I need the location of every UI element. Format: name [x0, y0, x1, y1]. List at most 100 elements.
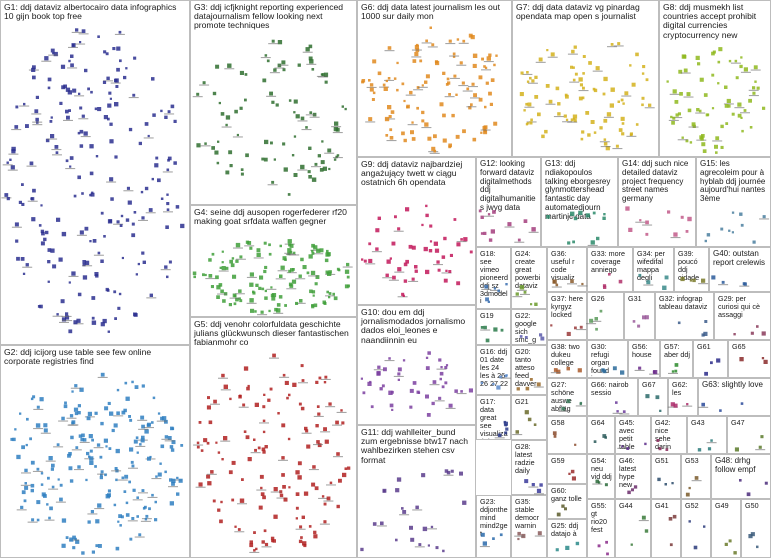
node-g25	[555, 548, 559, 552]
node-g40	[721, 280, 725, 284]
node-g10	[431, 401, 435, 406]
node-g4	[235, 297, 239, 302]
node-g4	[264, 296, 268, 300]
node-g39	[689, 279, 693, 282]
node-g1	[65, 87, 71, 92]
node-g5	[301, 515, 305, 519]
node-g1	[45, 230, 49, 235]
node-g2	[43, 423, 48, 428]
node-label-mark	[138, 492, 148, 494]
node-g14	[685, 230, 689, 233]
node-g7	[530, 118, 533, 122]
node-label-mark	[516, 289, 527, 291]
node-label-mark	[27, 200, 38, 202]
node-g5	[341, 421, 345, 425]
node-g1	[141, 216, 145, 220]
node-label-mark	[558, 410, 569, 412]
node-g5	[260, 486, 263, 490]
node-g3	[314, 162, 318, 166]
node-g7	[550, 52, 555, 57]
node-g7	[563, 114, 567, 118]
node-g10	[360, 377, 363, 380]
node-g4	[221, 250, 224, 253]
node-g12	[487, 213, 491, 216]
node-g1	[79, 129, 84, 134]
node-g2	[107, 493, 111, 498]
cluster-g13: G13: ddj ndiakopoulos talking eborgesrey…	[541, 157, 618, 247]
node-label-mark	[421, 42, 432, 44]
node-g60	[561, 504, 565, 508]
node-label-mark	[600, 146, 611, 148]
cluster-g61: G61	[693, 340, 728, 378]
node-g1	[151, 77, 155, 81]
node-g52	[703, 525, 706, 528]
node-g40	[711, 275, 716, 280]
node-g1	[35, 117, 39, 122]
node-g28	[539, 483, 543, 487]
node-g7	[620, 116, 625, 121]
node-label-mark	[547, 56, 558, 58]
node-label-mark	[691, 480, 702, 482]
node-g1	[106, 76, 110, 80]
node-g30	[601, 368, 605, 372]
node-g4	[326, 249, 329, 253]
node-g9	[368, 258, 373, 263]
node-g24	[530, 303, 533, 306]
node-g6	[461, 81, 465, 85]
node-g5	[340, 409, 343, 412]
node-g7	[570, 118, 574, 122]
node-label-mark	[670, 237, 681, 239]
node-g2	[140, 438, 145, 443]
node-g5	[243, 366, 249, 371]
node-g5	[316, 405, 320, 408]
node-g2	[170, 426, 174, 431]
node-g2	[30, 397, 34, 401]
node-g34	[638, 273, 642, 277]
node-g2	[124, 474, 129, 479]
node-g10	[389, 403, 394, 408]
node-g9	[402, 294, 405, 297]
node-g11	[435, 546, 439, 550]
node-g1	[77, 292, 82, 297]
node-g4	[315, 275, 320, 279]
cluster-g23: G23: ddjonthe mind mind2get	[476, 495, 511, 558]
node-g2	[71, 390, 74, 393]
node-g6	[472, 137, 477, 142]
node-g4	[308, 254, 313, 259]
node-g54	[597, 481, 601, 484]
node-g8	[711, 107, 715, 110]
cluster-label: G24: create great powerbi dataviz	[515, 249, 541, 290]
cluster-label: G62: les	[672, 380, 688, 397]
node-label-mark	[384, 79, 395, 81]
node-g3	[311, 68, 315, 71]
node-g5	[213, 399, 217, 404]
node-g5	[264, 542, 269, 547]
node-label-mark	[520, 293, 530, 295]
node-g6	[424, 80, 428, 84]
cluster-label: G58	[551, 418, 565, 427]
node-g1	[67, 90, 72, 95]
node-g4	[221, 266, 226, 271]
node-g7	[573, 45, 577, 49]
node-g3	[271, 100, 275, 104]
node-label-mark	[237, 503, 247, 505]
node-label-mark	[260, 57, 271, 59]
node-g33	[603, 285, 607, 289]
node-g45	[644, 442, 647, 446]
cluster-label: G33: more coverage anniego	[591, 249, 625, 274]
node-g2	[180, 444, 184, 447]
node-g2	[169, 445, 174, 449]
node-g2	[36, 467, 40, 471]
node-label-mark	[712, 140, 723, 142]
node-g4	[319, 248, 324, 253]
node-g9	[375, 228, 380, 233]
node-g2	[31, 518, 35, 522]
node-label-mark	[48, 54, 59, 56]
node-g5	[210, 470, 214, 474]
node-g19	[480, 326, 484, 329]
node-label-mark	[1, 197, 12, 199]
node-g2	[171, 440, 176, 445]
node-g5	[295, 517, 298, 520]
node-g9	[397, 267, 402, 272]
node-g9	[385, 273, 389, 277]
